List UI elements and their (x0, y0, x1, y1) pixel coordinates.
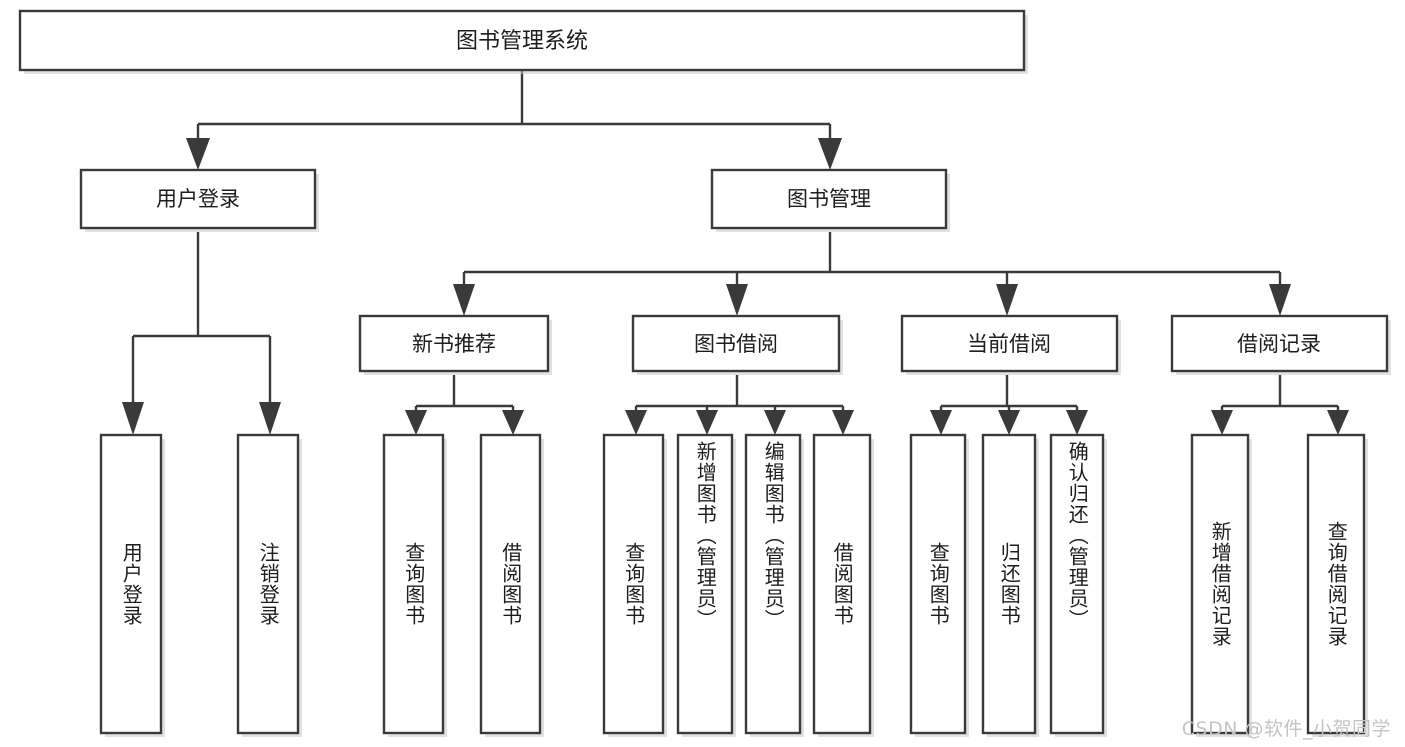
arrow-head-user-login (186, 138, 210, 170)
arrow-head-current-borrow (996, 284, 1018, 316)
node-current-borrow[interactable]: 当前借阅 (900, 314, 1121, 375)
node-root[interactable]: 图书管理系统 (18, 9, 1028, 74)
node-leaf-edit-book-admin[interactable] (744, 433, 804, 737)
arrow-head-book-borrow (726, 284, 748, 316)
arrow-head-new-book-recommend (453, 284, 475, 316)
node-leaf-query-book-1[interactable] (382, 433, 447, 737)
node-leaf-borrow-book-2[interactable] (812, 433, 874, 737)
node-borrow-record-label: 借阅记录 (1237, 332, 1321, 356)
node-user-login[interactable]: 用户登录 (79, 168, 319, 232)
node-current-borrow-label: 当前借阅 (967, 332, 1051, 356)
arrow-head-leaf-query-book-2 (625, 410, 647, 435)
node-leaf-return-book[interactable] (981, 433, 1039, 737)
arrow-head-leaf-borrow-book-1 (502, 410, 524, 435)
node-book-manage[interactable]: 图书管理 (710, 168, 950, 232)
arrow-head-leaf-query-book-1 (405, 410, 427, 435)
node-leaf-add-book-admin[interactable] (676, 433, 736, 737)
node-book-manage-label: 图书管理 (787, 187, 871, 211)
node-leaf-confirm-return-admin[interactable] (1049, 433, 1107, 737)
arrow-head-leaf-query-book-3 (930, 410, 952, 435)
node-leaf-user-login[interactable] (99, 433, 165, 737)
node-leaf-query-book-3[interactable] (909, 433, 969, 737)
node-new-book-recommend-label: 新书推荐 (412, 332, 496, 356)
arrow-head-leaf-return-book (998, 410, 1020, 435)
watermark-text: CSDN @软件_小贺同学 (1181, 718, 1391, 740)
arrow-head-borrow-record (1269, 284, 1291, 316)
node-root-label: 图书管理系统 (456, 29, 588, 54)
arrow-head-book-manage (818, 138, 842, 170)
arrow-head-leaf-confirm-return-admin (1066, 410, 1088, 435)
node-book-borrow-label: 图书借阅 (694, 332, 778, 356)
node-leaf-query-book-2[interactable] (602, 433, 667, 737)
node-leaf-user-logout[interactable] (236, 433, 302, 737)
node-book-borrow[interactable]: 图书借阅 (631, 314, 843, 375)
arrow-head-leaf-add-book-admin (696, 410, 718, 435)
node-borrow-record[interactable]: 借阅记录 (1170, 314, 1391, 375)
arrow-head-leaf-add-borrow-record (1211, 410, 1233, 435)
node-leaf-add-borrow-record[interactable] (1190, 433, 1252, 737)
node-leaf-query-borrow-record[interactable] (1306, 433, 1368, 737)
connector-layer (122, 70, 1349, 435)
node-leaf-borrow-book-1[interactable] (479, 433, 544, 737)
arrow-head-leaf-edit-book-admin (764, 410, 786, 435)
node-new-book-recommend[interactable]: 新书推荐 (358, 314, 552, 375)
arrow-head-leaf-borrow-book-2 (832, 410, 854, 435)
node-layer: 图书管理系统 用户登录 图书管理 新书推荐 (18, 9, 1391, 737)
arrow-head-leaf-query-borrow-record (1327, 410, 1349, 435)
node-user-login-label: 用户登录 (156, 187, 240, 211)
arrow-head-leaf-user-login (122, 402, 144, 435)
arrow-head-leaf-user-logout (259, 402, 281, 435)
